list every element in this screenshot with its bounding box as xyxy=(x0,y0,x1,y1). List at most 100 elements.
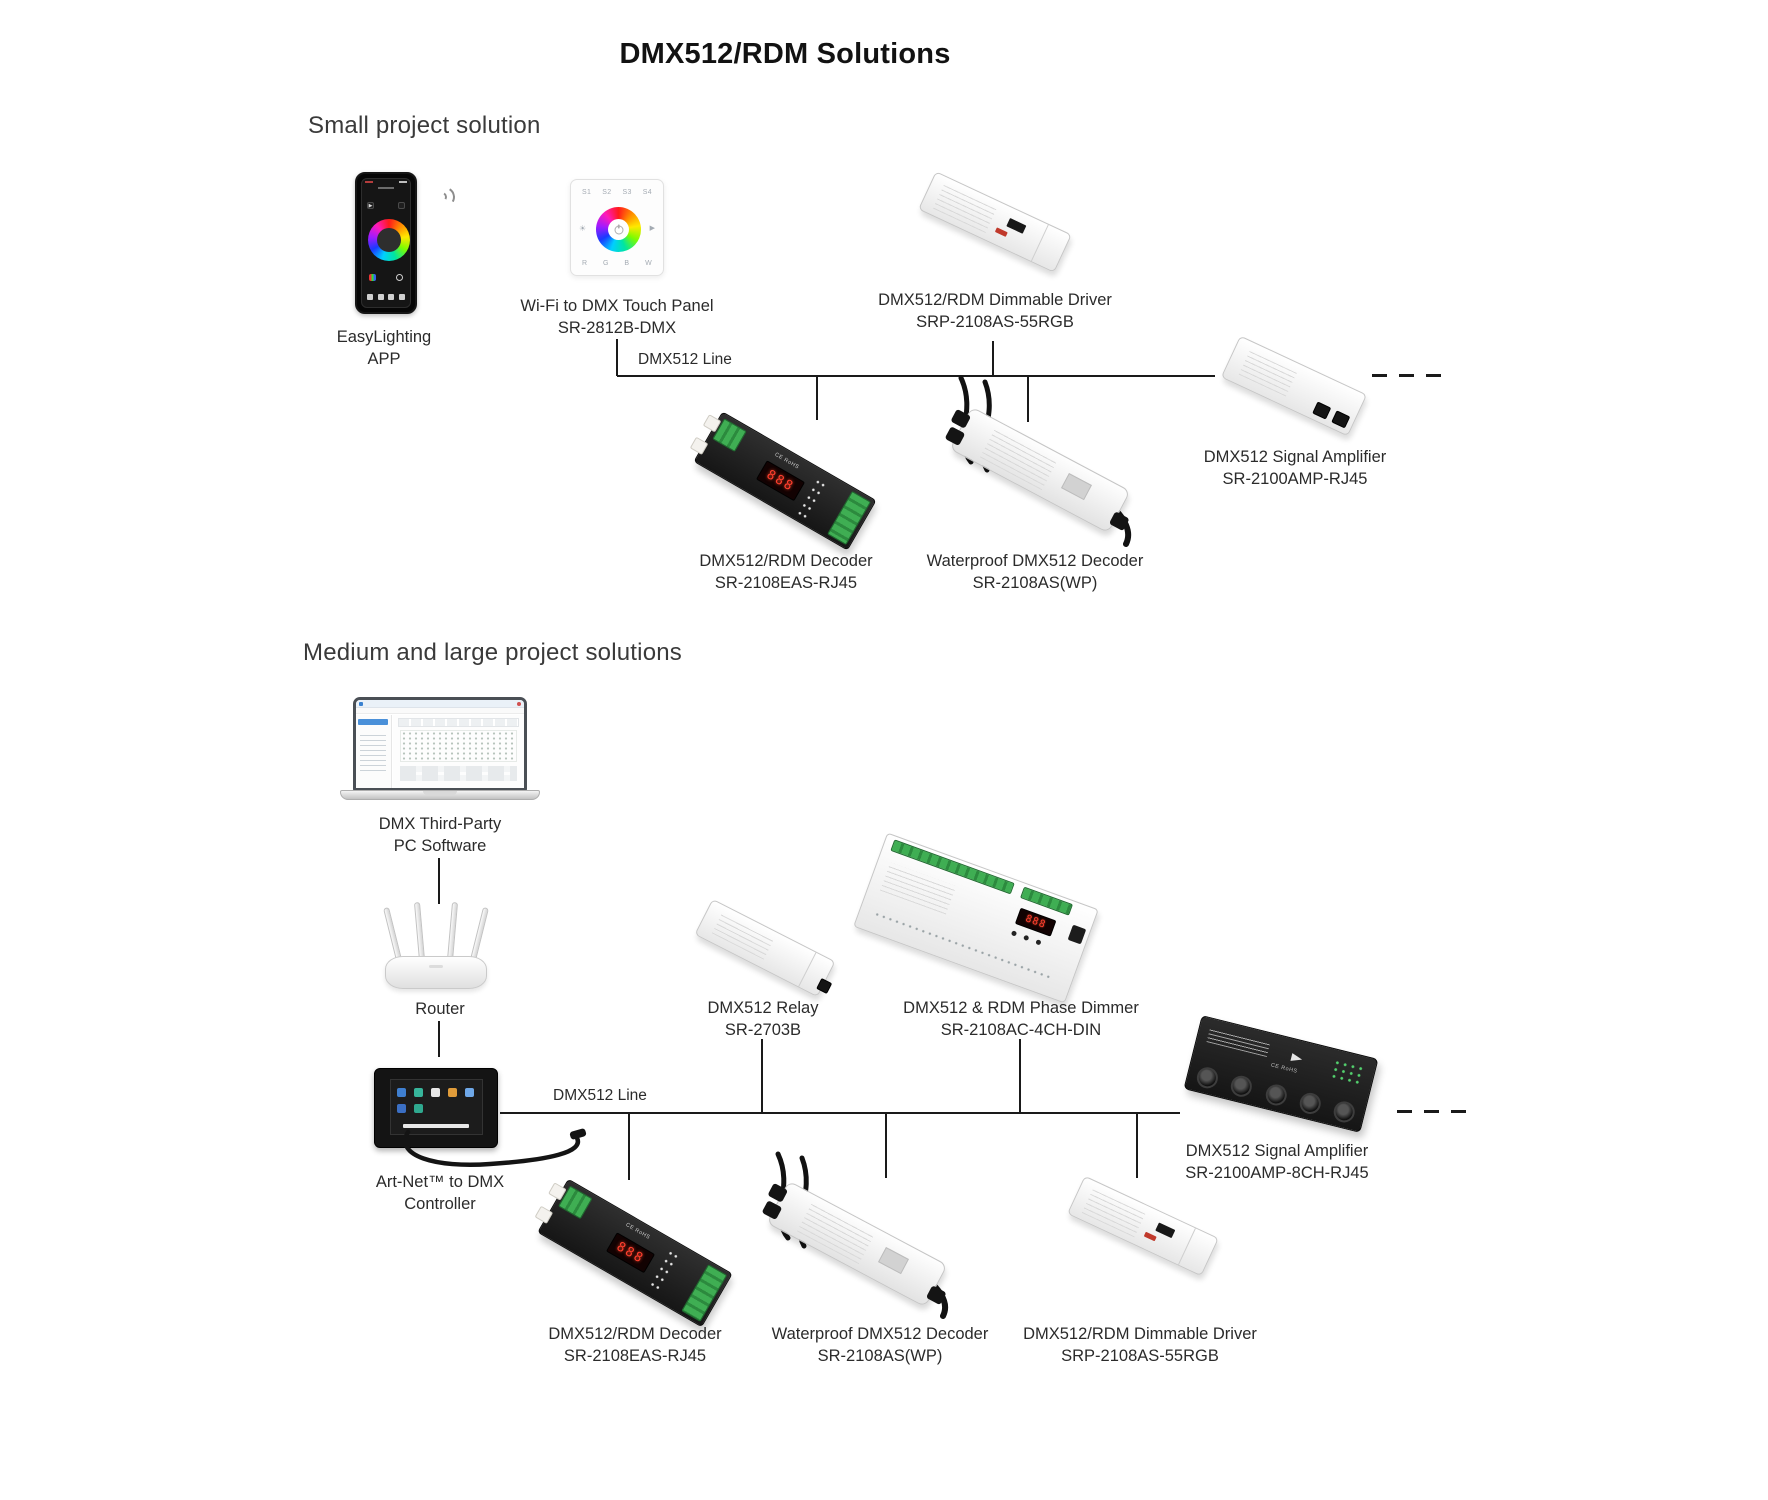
label-signal-amplifier: DMX512 Signal Amplifier SR-2100AMP-RJ45 xyxy=(1170,446,1420,490)
rj45-port xyxy=(1312,400,1332,420)
device-name: APP xyxy=(367,350,401,368)
controller-screen-bar xyxy=(403,1124,469,1128)
nav-dmx-icon xyxy=(398,294,405,300)
wago-clip xyxy=(689,436,709,455)
app-icon xyxy=(397,1088,406,1097)
device-model: SR-2100AMP-RJ45 xyxy=(1222,470,1368,488)
device-model: SR-2108AS(WP) xyxy=(817,1347,943,1365)
scene-key: S4 xyxy=(642,189,652,196)
device-model: SR-2100AMP-8CH-RJ45 xyxy=(1185,1164,1369,1182)
device-display xyxy=(1006,218,1027,234)
connector-line-waterproof2 xyxy=(885,1112,887,1178)
connector-line-router-controller xyxy=(438,1021,440,1057)
xlr-port xyxy=(1194,1065,1220,1091)
section-heading-medium: Medium and large project solutions xyxy=(303,639,682,666)
app-icon xyxy=(397,1104,406,1113)
device-name: Controller xyxy=(404,1195,476,1213)
artnet-controller-image xyxy=(374,1068,498,1148)
label-dimmable-driver2: DMX512/RDM Dimmable Driver SRP-2108AS-55… xyxy=(1015,1323,1265,1367)
label-phase-dimmer: DMX512 & RDM Phase Dimmer SR-2108AC-4CH-… xyxy=(886,997,1156,1041)
label-dmx-rdm-decoder2: DMX512/RDM Decoder SR-2108EAS-RJ45 xyxy=(510,1323,760,1367)
device-button xyxy=(1010,930,1017,937)
bus-label-medium: DMX512 Line xyxy=(553,1087,647,1104)
device-red-button xyxy=(1143,1231,1157,1241)
dmx-output-cable xyxy=(403,1128,587,1167)
device-name: Waterproof DMX512 Decoder xyxy=(771,1325,989,1343)
xlr-port xyxy=(1296,1090,1323,1117)
dmx-rdm-decoder-image: CE RoHS 888 xyxy=(534,1178,735,1327)
device-name: DMX512/RDM Dimmable Driver xyxy=(1023,1325,1257,1343)
phone-status-right xyxy=(399,181,407,183)
scene-key: S2 xyxy=(602,189,612,196)
settings-icon xyxy=(398,202,405,209)
label-pc-software: DMX Third-Party PC Software xyxy=(315,813,565,857)
device-display xyxy=(878,1247,909,1275)
connector-line-waterproof xyxy=(1027,376,1029,422)
dmx-bus-line-small xyxy=(617,375,1215,377)
color-key-row: R G B W xyxy=(582,260,652,267)
xlr-port xyxy=(1330,1099,1357,1125)
device-label-print xyxy=(711,913,774,960)
software-main-area xyxy=(393,715,524,788)
waterproof-decoder-image xyxy=(752,1140,962,1320)
device-button xyxy=(1034,939,1042,946)
power-icon xyxy=(396,274,403,281)
touch-panel-image: S1 S2 S3 S4 ☀ ▶ R G B W xyxy=(570,179,664,276)
device-endcap xyxy=(1030,224,1049,262)
software-sidebar xyxy=(356,715,392,788)
dmx-relay-image xyxy=(685,898,845,998)
connector-line-relay xyxy=(761,1039,763,1113)
relay-port xyxy=(816,977,833,995)
device-name: DMX Third-Party xyxy=(378,815,502,833)
bus-continuation-dash xyxy=(1451,1110,1466,1113)
device-name: DMX512/RDM Decoder xyxy=(548,1325,722,1343)
software-menubar xyxy=(356,708,524,714)
connector-line-pc-router xyxy=(438,858,440,904)
bus-continuation-dash xyxy=(1424,1110,1439,1113)
panel-power-button xyxy=(614,224,623,234)
router-image xyxy=(383,900,493,992)
connector-line-decoder xyxy=(816,376,818,420)
device-name: Waterproof DMX512 Decoder xyxy=(926,552,1144,570)
router-logo xyxy=(429,965,443,968)
color-key: W xyxy=(645,260,652,267)
router-antenna xyxy=(447,901,459,961)
device-model: SRP-2108AS-55RGB xyxy=(916,313,1074,331)
xlr-port xyxy=(1262,1082,1289,1108)
software-titlebar xyxy=(356,700,524,708)
led-indicator-grid xyxy=(1328,1058,1365,1088)
device-label-print xyxy=(1238,350,1297,397)
device-label-print xyxy=(1206,1027,1270,1058)
device-display xyxy=(1155,1221,1176,1238)
device-model: SR-2108EAS-RJ45 xyxy=(563,1347,707,1365)
smartphone-image: ▶ xyxy=(355,172,417,314)
app-icon xyxy=(414,1088,423,1097)
app-icon xyxy=(465,1088,474,1097)
device-name: Art-Net™ to DMX xyxy=(375,1173,505,1191)
brightness-icon: ☀ xyxy=(579,224,587,233)
connector-line-driver2 xyxy=(1136,1112,1138,1178)
device-model: SR-2108AS(WP) xyxy=(972,574,1098,592)
controller-screen xyxy=(390,1079,483,1135)
signal-amplifier-image xyxy=(1218,328,1370,443)
label-easylighting-app: EasyLighting APP xyxy=(309,326,459,370)
device-name: DMX512 Relay xyxy=(707,999,819,1017)
rj45-port xyxy=(1331,409,1351,428)
device-name: EasyLighting xyxy=(336,328,432,346)
color-wheel-center xyxy=(377,228,401,252)
label-dmx-rdm-decoder: DMX512/RDM Decoder SR-2108EAS-RJ45 xyxy=(661,550,911,594)
device-red-button xyxy=(994,227,1008,237)
wifi-signal-icon xyxy=(432,183,467,213)
color-key: R xyxy=(582,260,588,267)
device-name: DMX512 & RDM Phase Dimmer xyxy=(903,999,1139,1017)
arrow-mark xyxy=(1289,1053,1303,1064)
play-icon: ▶ xyxy=(649,225,655,232)
xlr-port xyxy=(1228,1073,1254,1100)
device-model: SR-2812B-DMX xyxy=(557,319,677,337)
ce-rohs-marking: CE RoHS xyxy=(624,1221,652,1241)
dmx-rdm-decoder-image: CE RoHS 888 xyxy=(689,411,878,551)
sidebar-items xyxy=(360,731,386,771)
device-endcap xyxy=(1178,1227,1196,1265)
device-name: DMX512 Signal Amplifier xyxy=(1203,448,1387,466)
